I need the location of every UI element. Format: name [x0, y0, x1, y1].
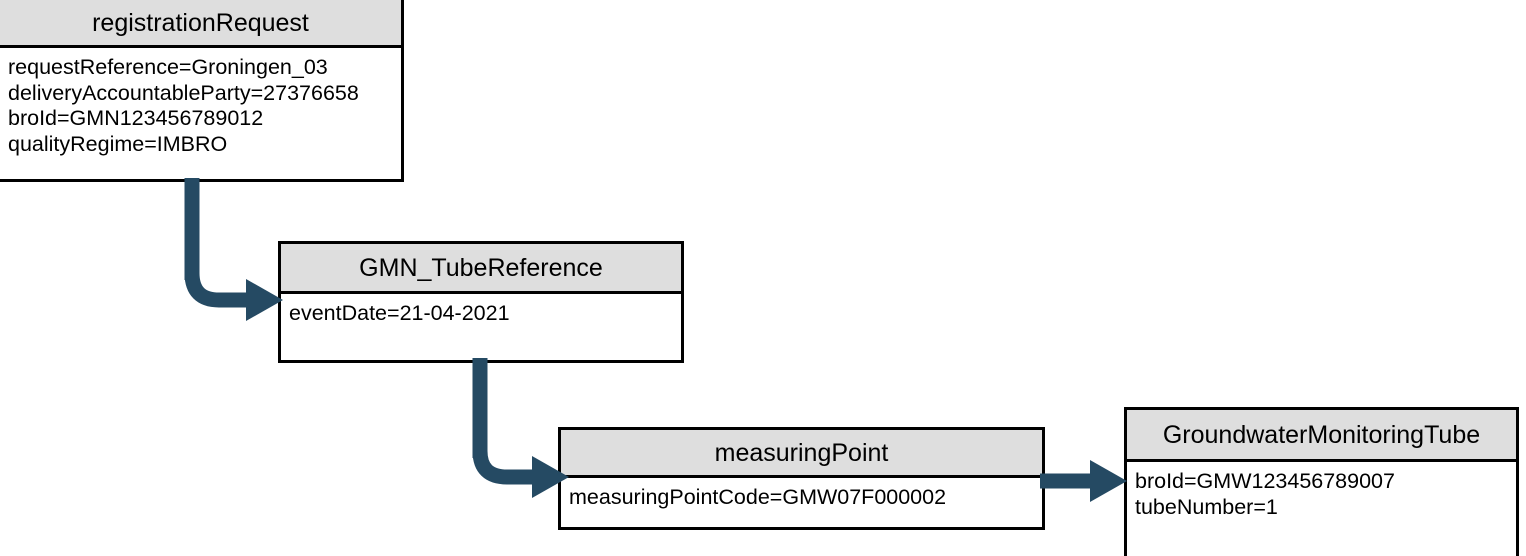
object-box-title-registration-request: registrationRequest — [0, 0, 401, 48]
attribute-line: measuringPointCode=GMW07F000002 — [569, 485, 947, 509]
object-box-measuringpoint[interactable]: measuringPoint measuringPointCode=GMW07F… — [558, 427, 1045, 530]
attribute-line: tubeNumber=1 — [1135, 494, 1278, 519]
object-box-attributes-gmn-tubereference: eventDate=21-04-2021 — [281, 294, 681, 327]
object-box-attributes-registration-request: requestReference=Groningen_03 deliveryAc… — [0, 48, 401, 157]
attribute-line: broId=GMW123456789007 — [1135, 469, 1395, 493]
attribute-line: requestReference=Groningen_03 — [8, 55, 328, 79]
object-box-attributes-groundwatermonitoringtube: broId=GMW123456789007 tubeNumber=1 — [1127, 462, 1516, 520]
attribute-line: eventDate=21-04-2021 — [289, 301, 510, 325]
object-box-attributes-measuringpoint: measuringPointCode=GMW07F000002 — [561, 478, 1042, 511]
attribute-line: deliveryAccountableParty=27376658 — [8, 80, 359, 105]
object-box-title-measuringpoint: measuringPoint — [561, 430, 1042, 478]
attribute-line: broId=GMN123456789012 — [8, 106, 264, 130]
object-box-title-gmn-tubereference: GMN_TubeReference — [281, 244, 681, 294]
attribute-line: qualityRegime=IMBRO — [8, 131, 228, 156]
object-box-groundwatermonitoringtube[interactable]: GroundwaterMonitoringTube broId=GMW12345… — [1124, 407, 1519, 556]
object-box-gmn-tubereference[interactable]: GMN_TubeReference eventDate=21-04-2021 — [278, 241, 684, 363]
arrowhead-icon — [1090, 460, 1127, 502]
connector-registration-request-to-gmn-tubereference — [180, 178, 290, 321]
object-box-title-groundwatermonitoringtube: GroundwaterMonitoringTube — [1127, 410, 1516, 462]
object-box-registration-request[interactable]: registrationRequest requestReference=Gro… — [0, 0, 404, 182]
connector-measuringpoint-to-groundwatermonitoringtube — [1040, 458, 1130, 504]
